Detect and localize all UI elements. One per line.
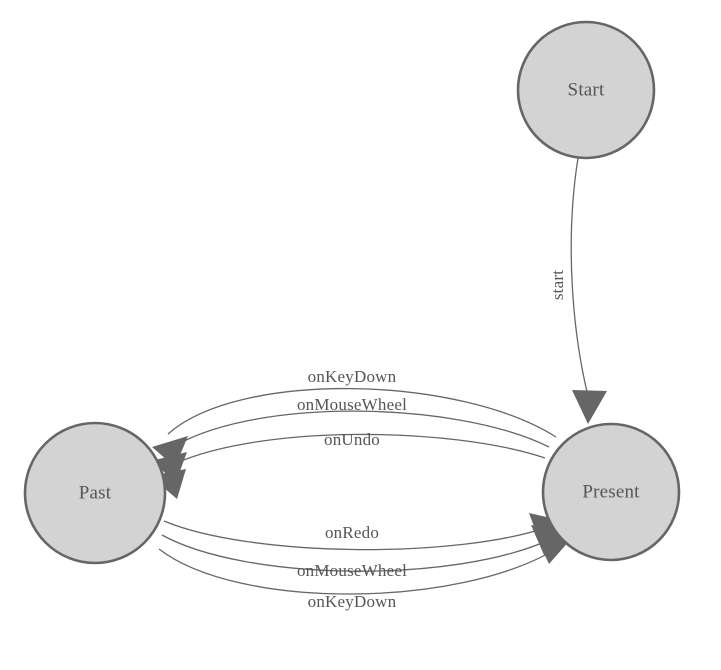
edge-onundo-path bbox=[165, 433, 546, 469]
edge-start-label: start bbox=[548, 270, 567, 300]
edge-onkeydown-redo[interactable]: onKeyDown bbox=[158, 534, 571, 611]
node-start-label: Start bbox=[568, 79, 605, 100]
edge-onmousewheel-undo-path bbox=[166, 410, 550, 452]
node-present-label: Present bbox=[582, 481, 640, 502]
node-past-label: Past bbox=[79, 482, 112, 503]
node-present-circle bbox=[541, 422, 681, 562]
edge-start-arrowhead bbox=[572, 390, 607, 424]
edge-onkeydown-undo[interactable]: onKeyDown bbox=[152, 367, 557, 467]
edge-onkeydown-undo-label: onKeyDown bbox=[308, 367, 397, 386]
edge-onundo-label: onUndo bbox=[324, 430, 380, 449]
edge-onkeydown-redo-path bbox=[158, 548, 557, 595]
node-start[interactable]: Start bbox=[516, 20, 656, 160]
node-present[interactable]: Present bbox=[541, 422, 681, 562]
edge-onredo-path bbox=[163, 520, 549, 551]
edge-onredo[interactable]: onRedo bbox=[163, 513, 564, 551]
node-past-circle bbox=[23, 421, 167, 565]
edge-start-path bbox=[570, 157, 589, 397]
edge-onredo-label: onRedo bbox=[325, 523, 379, 542]
edge-onmousewheel-redo-path bbox=[161, 534, 552, 572]
edge-start[interactable]: start bbox=[548, 157, 607, 424]
edge-onmousewheel-undo-label: onMouseWheel bbox=[297, 395, 407, 414]
node-start-circle bbox=[516, 20, 656, 160]
node-past[interactable]: Past bbox=[23, 421, 167, 565]
edge-onkeydown-undo-path bbox=[167, 387, 557, 438]
edge-onmousewheel-redo-label: onMouseWheel bbox=[297, 561, 407, 580]
edge-onkeydown-redo-label: onKeyDown bbox=[308, 592, 397, 611]
edge-onundo[interactable]: onUndo bbox=[150, 430, 546, 499]
edge-onkeydown-redo-arrowhead bbox=[535, 534, 571, 564]
